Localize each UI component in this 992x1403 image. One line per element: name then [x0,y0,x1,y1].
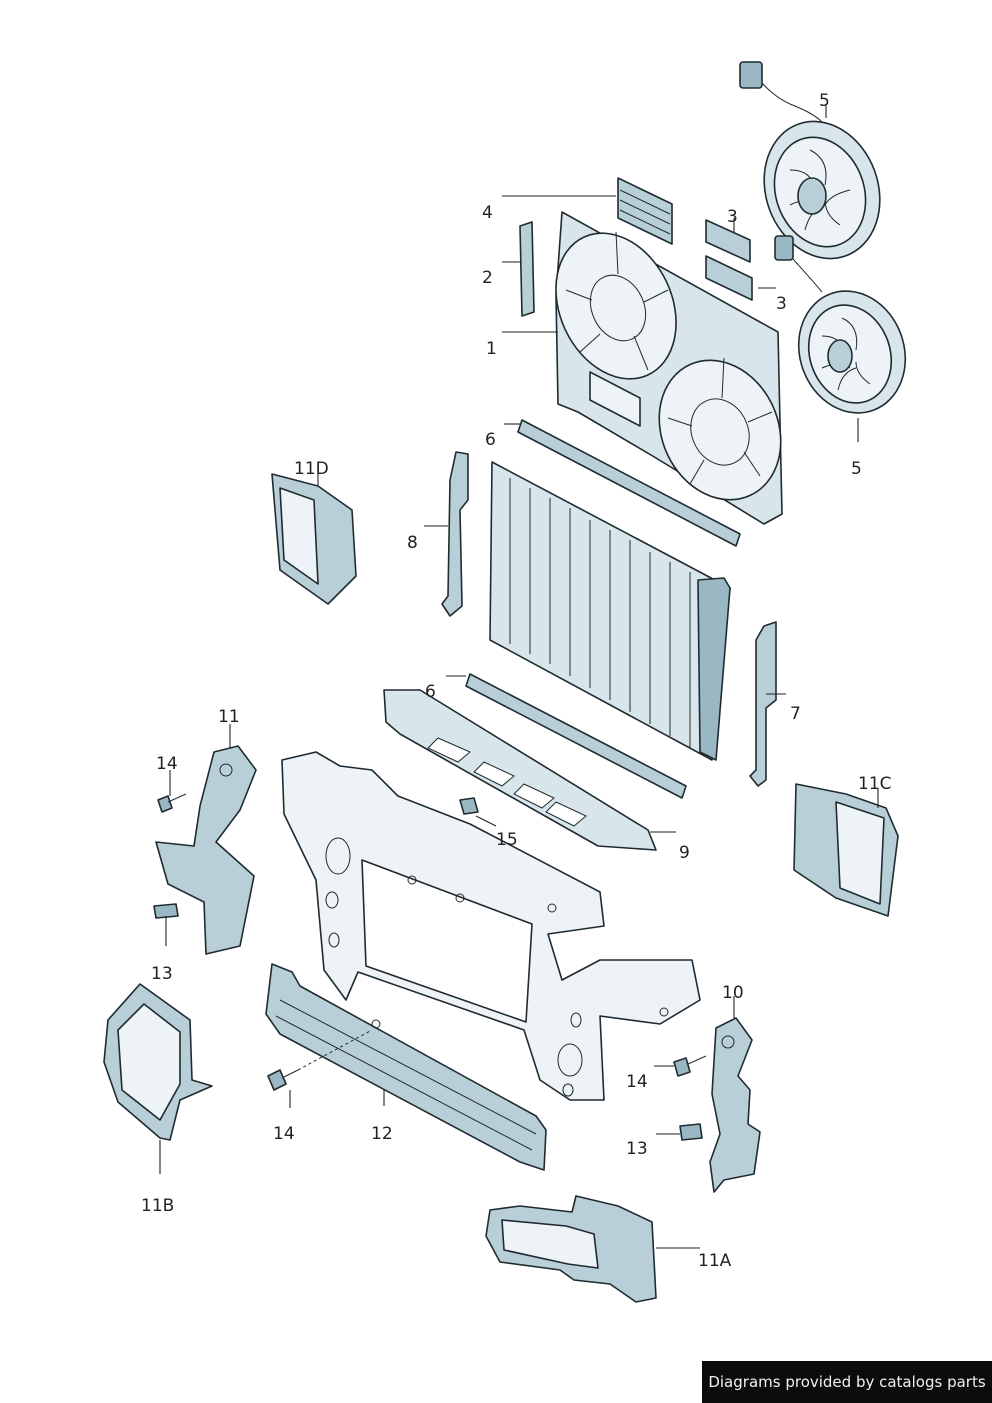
label-11a: 11A [698,1251,732,1271]
label-1: 1 [486,339,497,359]
air-guide-9 [383,689,657,851]
fan-motor-upper [739,61,881,260]
label-14-lower: 14 [273,1124,295,1144]
bolt-14-right [673,1055,707,1077]
label-13-right: 13 [626,1139,648,1159]
label-14-left: 14 [156,754,178,774]
side-bracket-left [441,451,469,617]
label-14-right: 14 [626,1072,648,1092]
seal-strip-upper [517,419,741,547]
label-11c: 11C [858,774,892,794]
label-4: 4 [482,203,493,223]
air-duct-11a [485,1195,657,1303]
label-15: 15 [496,830,518,850]
label-6-lower: 6 [425,682,436,702]
label-11: 11 [218,707,240,727]
label-3-lower: 3 [776,294,787,314]
clip-13-left [153,903,179,919]
lock-carrier-frame [281,751,701,1101]
side-seal-strip [519,221,535,317]
diagram-credit-badge: Diagrams provided by catalogs parts [702,1361,992,1403]
label-11d: 11D [294,459,329,479]
side-bracket-right [749,621,777,787]
label-6-upper: 6 [485,430,496,450]
label-11b: 11B [141,1196,174,1216]
label-9: 9 [679,843,690,863]
fan-motor-lower [774,235,907,414]
deflector-bracket-11 [155,745,257,955]
air-duct-11c [793,783,899,917]
label-10: 10 [722,983,744,1003]
air-duct-11b [103,983,213,1141]
diagram-credit-text: Diagrams provided by catalogs parts [708,1373,986,1391]
label-12: 12 [371,1124,393,1144]
part-labels: 4 2 3 3 5 5 1 6 11D 8 6 7 11 14 11C 15 9… [141,91,892,1271]
fan-shroud [555,211,783,525]
label-13-left: 13 [151,964,173,984]
clip-13-right [679,1123,703,1141]
radiator [489,461,731,761]
label-8: 8 [407,533,418,553]
label-5-upper: 5 [819,91,830,111]
label-5-lower: 5 [851,459,862,479]
label-7: 7 [790,704,801,724]
cross-member-12 [265,963,547,1171]
clip-15 [459,797,479,815]
deflector-bracket-10 [709,1017,761,1193]
label-3-upper: 3 [727,207,738,227]
leader-lines [159,104,879,1249]
louver-flaps [617,177,753,301]
bolt-14-lower [267,1029,373,1091]
air-duct-11d [271,473,357,605]
label-2: 2 [482,268,493,288]
bolt-14-left [157,793,187,813]
seal-strip-lower [465,673,687,799]
